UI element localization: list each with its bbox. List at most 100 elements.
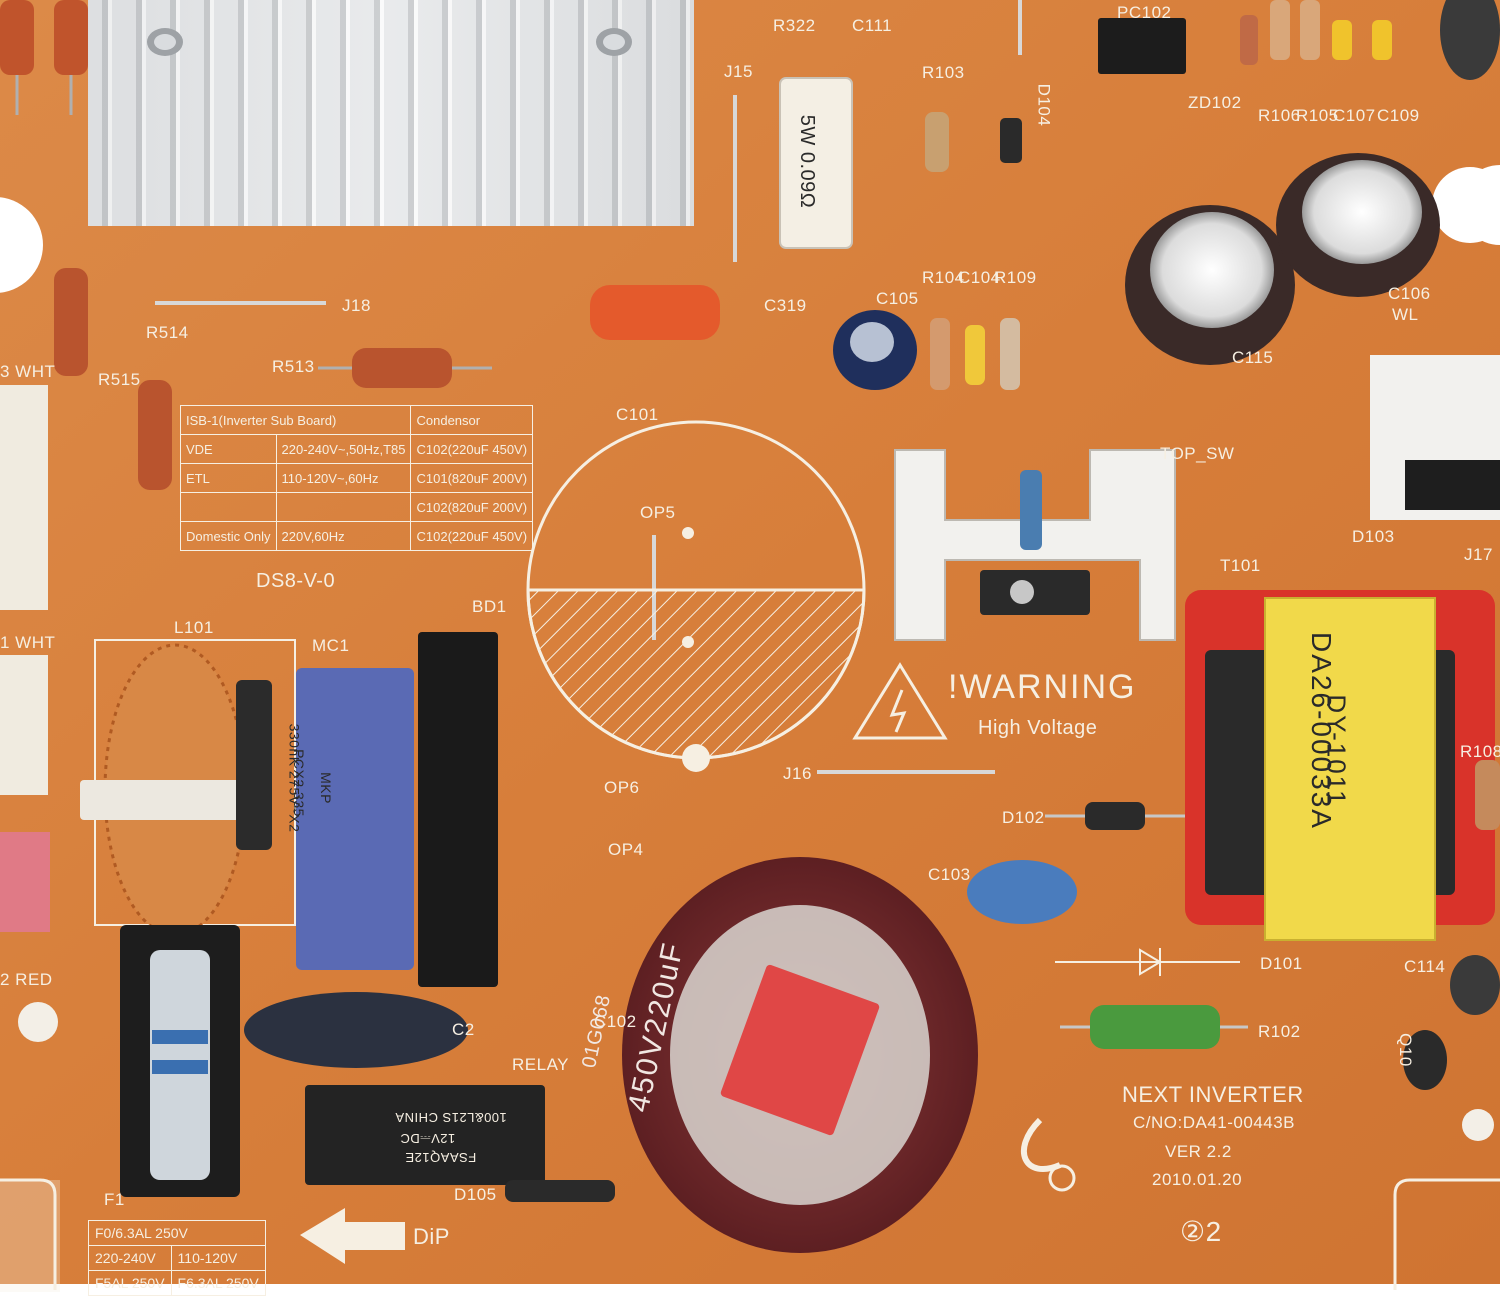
- label-wl: WL: [1392, 305, 1419, 324]
- relay-print-1: FSAAQ12E: [405, 1150, 477, 1165]
- spec-cell: VDE: [180, 434, 277, 464]
- label-q10: Q10: [1395, 1033, 1415, 1067]
- resistor-r102: [1090, 1005, 1220, 1049]
- power-resistor: [779, 77, 853, 249]
- relay: [305, 1085, 615, 1202]
- dip-arrow-icon: [300, 1208, 405, 1264]
- label-mc1: MC1: [312, 636, 350, 655]
- label-j18: J18: [342, 296, 371, 315]
- label-d103: D103: [1352, 527, 1395, 546]
- label-r322: R322: [773, 16, 816, 35]
- spec-cell: 110-120V~,60Hz: [275, 463, 412, 493]
- board-date: 2010.01.20: [1152, 1170, 1243, 1189]
- label-c115: C115: [1232, 348, 1274, 367]
- label-t101: T101: [1220, 556, 1261, 575]
- label-c111: C111: [852, 16, 893, 35]
- label-c114: C114: [1404, 957, 1446, 976]
- label-d104: D104: [1034, 83, 1054, 127]
- mounting-hole: [0, 197, 43, 293]
- label-r102: R102: [1258, 1022, 1301, 1041]
- label-j17: J17: [1464, 545, 1493, 564]
- board-version: VER 2.2: [1165, 1142, 1232, 1161]
- label-c104: C104: [958, 268, 1001, 287]
- table-row: F0/6.3AL 250V: [88, 1220, 266, 1246]
- spec-cell: C102(220uF 450V): [410, 521, 534, 551]
- fuse-cell: 110-120V: [170, 1245, 266, 1271]
- switch-heatsink: [894, 449, 1176, 641]
- fuse-cell: F0/6.3AL 250V: [88, 1220, 266, 1246]
- optocoupler-pc102: [1098, 18, 1186, 74]
- label-l101: L101: [174, 618, 214, 637]
- electrolytic-capacitors: [833, 153, 1440, 390]
- label-c109: C109: [1377, 106, 1420, 125]
- capacitor-c103: [967, 860, 1077, 924]
- jumper-wires: [155, 0, 1022, 774]
- label-r513: R513: [272, 357, 315, 376]
- label-op6: OP6: [604, 778, 640, 797]
- inductor-l101: [80, 639, 296, 937]
- label-d101: D101: [1260, 954, 1303, 973]
- samsung-logo-icon: [1020, 1117, 1062, 1172]
- label-r106: R106: [1258, 106, 1301, 125]
- film-cap-print-3: MKP: [317, 772, 334, 804]
- label-r514: R514: [146, 323, 189, 342]
- film-cap-print-2: PCX2 335: [290, 749, 307, 817]
- label-op5: OP5: [640, 503, 676, 522]
- relay-print-2: 12V⎓DC: [400, 1131, 456, 1146]
- label-bd1: BD1: [472, 597, 507, 616]
- resistor-cluster: [0, 0, 492, 490]
- board-name: NEXT INVERTER: [1122, 1082, 1304, 1107]
- label-c105: C105: [876, 289, 919, 308]
- label-r109: R109: [994, 268, 1037, 287]
- label-r105: R105: [1296, 106, 1339, 125]
- spec-cell: C101(820uF 200V): [410, 463, 534, 493]
- high-voltage-warning-icon: [852, 662, 948, 740]
- label-c102: C102: [594, 1012, 637, 1031]
- label-op4: OP4: [608, 840, 644, 859]
- transformer-t101: [1185, 590, 1495, 941]
- ceramic-capacitor-c2: [244, 992, 468, 1068]
- rating-mark: DS8-V-0: [256, 570, 336, 592]
- transformer-print-2: DY-1011: [1321, 694, 1352, 807]
- bridge-rectifier-bd1: [418, 632, 498, 987]
- label-r103: R103: [922, 63, 965, 82]
- label-c2: C2: [452, 1020, 475, 1039]
- dip-label: DiP: [413, 1224, 450, 1249]
- warning-title: !WARNING: [948, 668, 1137, 706]
- spec-cell: C102(820uF 200V): [410, 492, 534, 522]
- label-c107: C107: [1333, 106, 1376, 125]
- spec-cell: Domestic Only: [180, 521, 277, 551]
- spec-cell: ETL: [180, 463, 277, 493]
- table-row: ISB-1(Inverter Sub Board)Condensor: [179, 405, 534, 435]
- label-top-sw: TOP_SW: [1160, 444, 1235, 463]
- label-j16: J16: [783, 764, 812, 783]
- film-capacitor-mc1: [296, 668, 414, 970]
- fuse-cell: 220-240V: [88, 1245, 172, 1271]
- label-j15: J15: [724, 62, 753, 81]
- spec-cell: 220V,60Hz: [275, 521, 412, 551]
- capacitor-c101-outline: [526, 420, 866, 772]
- label-c101: C101: [616, 405, 659, 424]
- spec-cell: Condensor: [410, 405, 534, 435]
- table-row: C102(820uF 200V): [180, 492, 534, 522]
- label-pc102: PC102: [1117, 3, 1172, 22]
- spec-cell: C102(220uF 450V): [410, 434, 534, 464]
- spec-cell: [275, 492, 412, 522]
- label-c103: C103: [928, 865, 971, 884]
- label-d105: D105: [454, 1185, 497, 1204]
- relay-print-3: 100&L21S CHINA: [395, 1110, 507, 1125]
- label-zd102: ZD102: [1188, 93, 1242, 112]
- board-mark: ②2: [1180, 1216, 1222, 1247]
- label-red: 2 RED: [0, 970, 53, 989]
- power-resistor-print: 5W 0.09Ω: [796, 114, 819, 209]
- label-r108: R108: [1460, 742, 1500, 761]
- bulk-capacitor-c102: [622, 857, 978, 1253]
- label-r515: R515: [98, 370, 141, 389]
